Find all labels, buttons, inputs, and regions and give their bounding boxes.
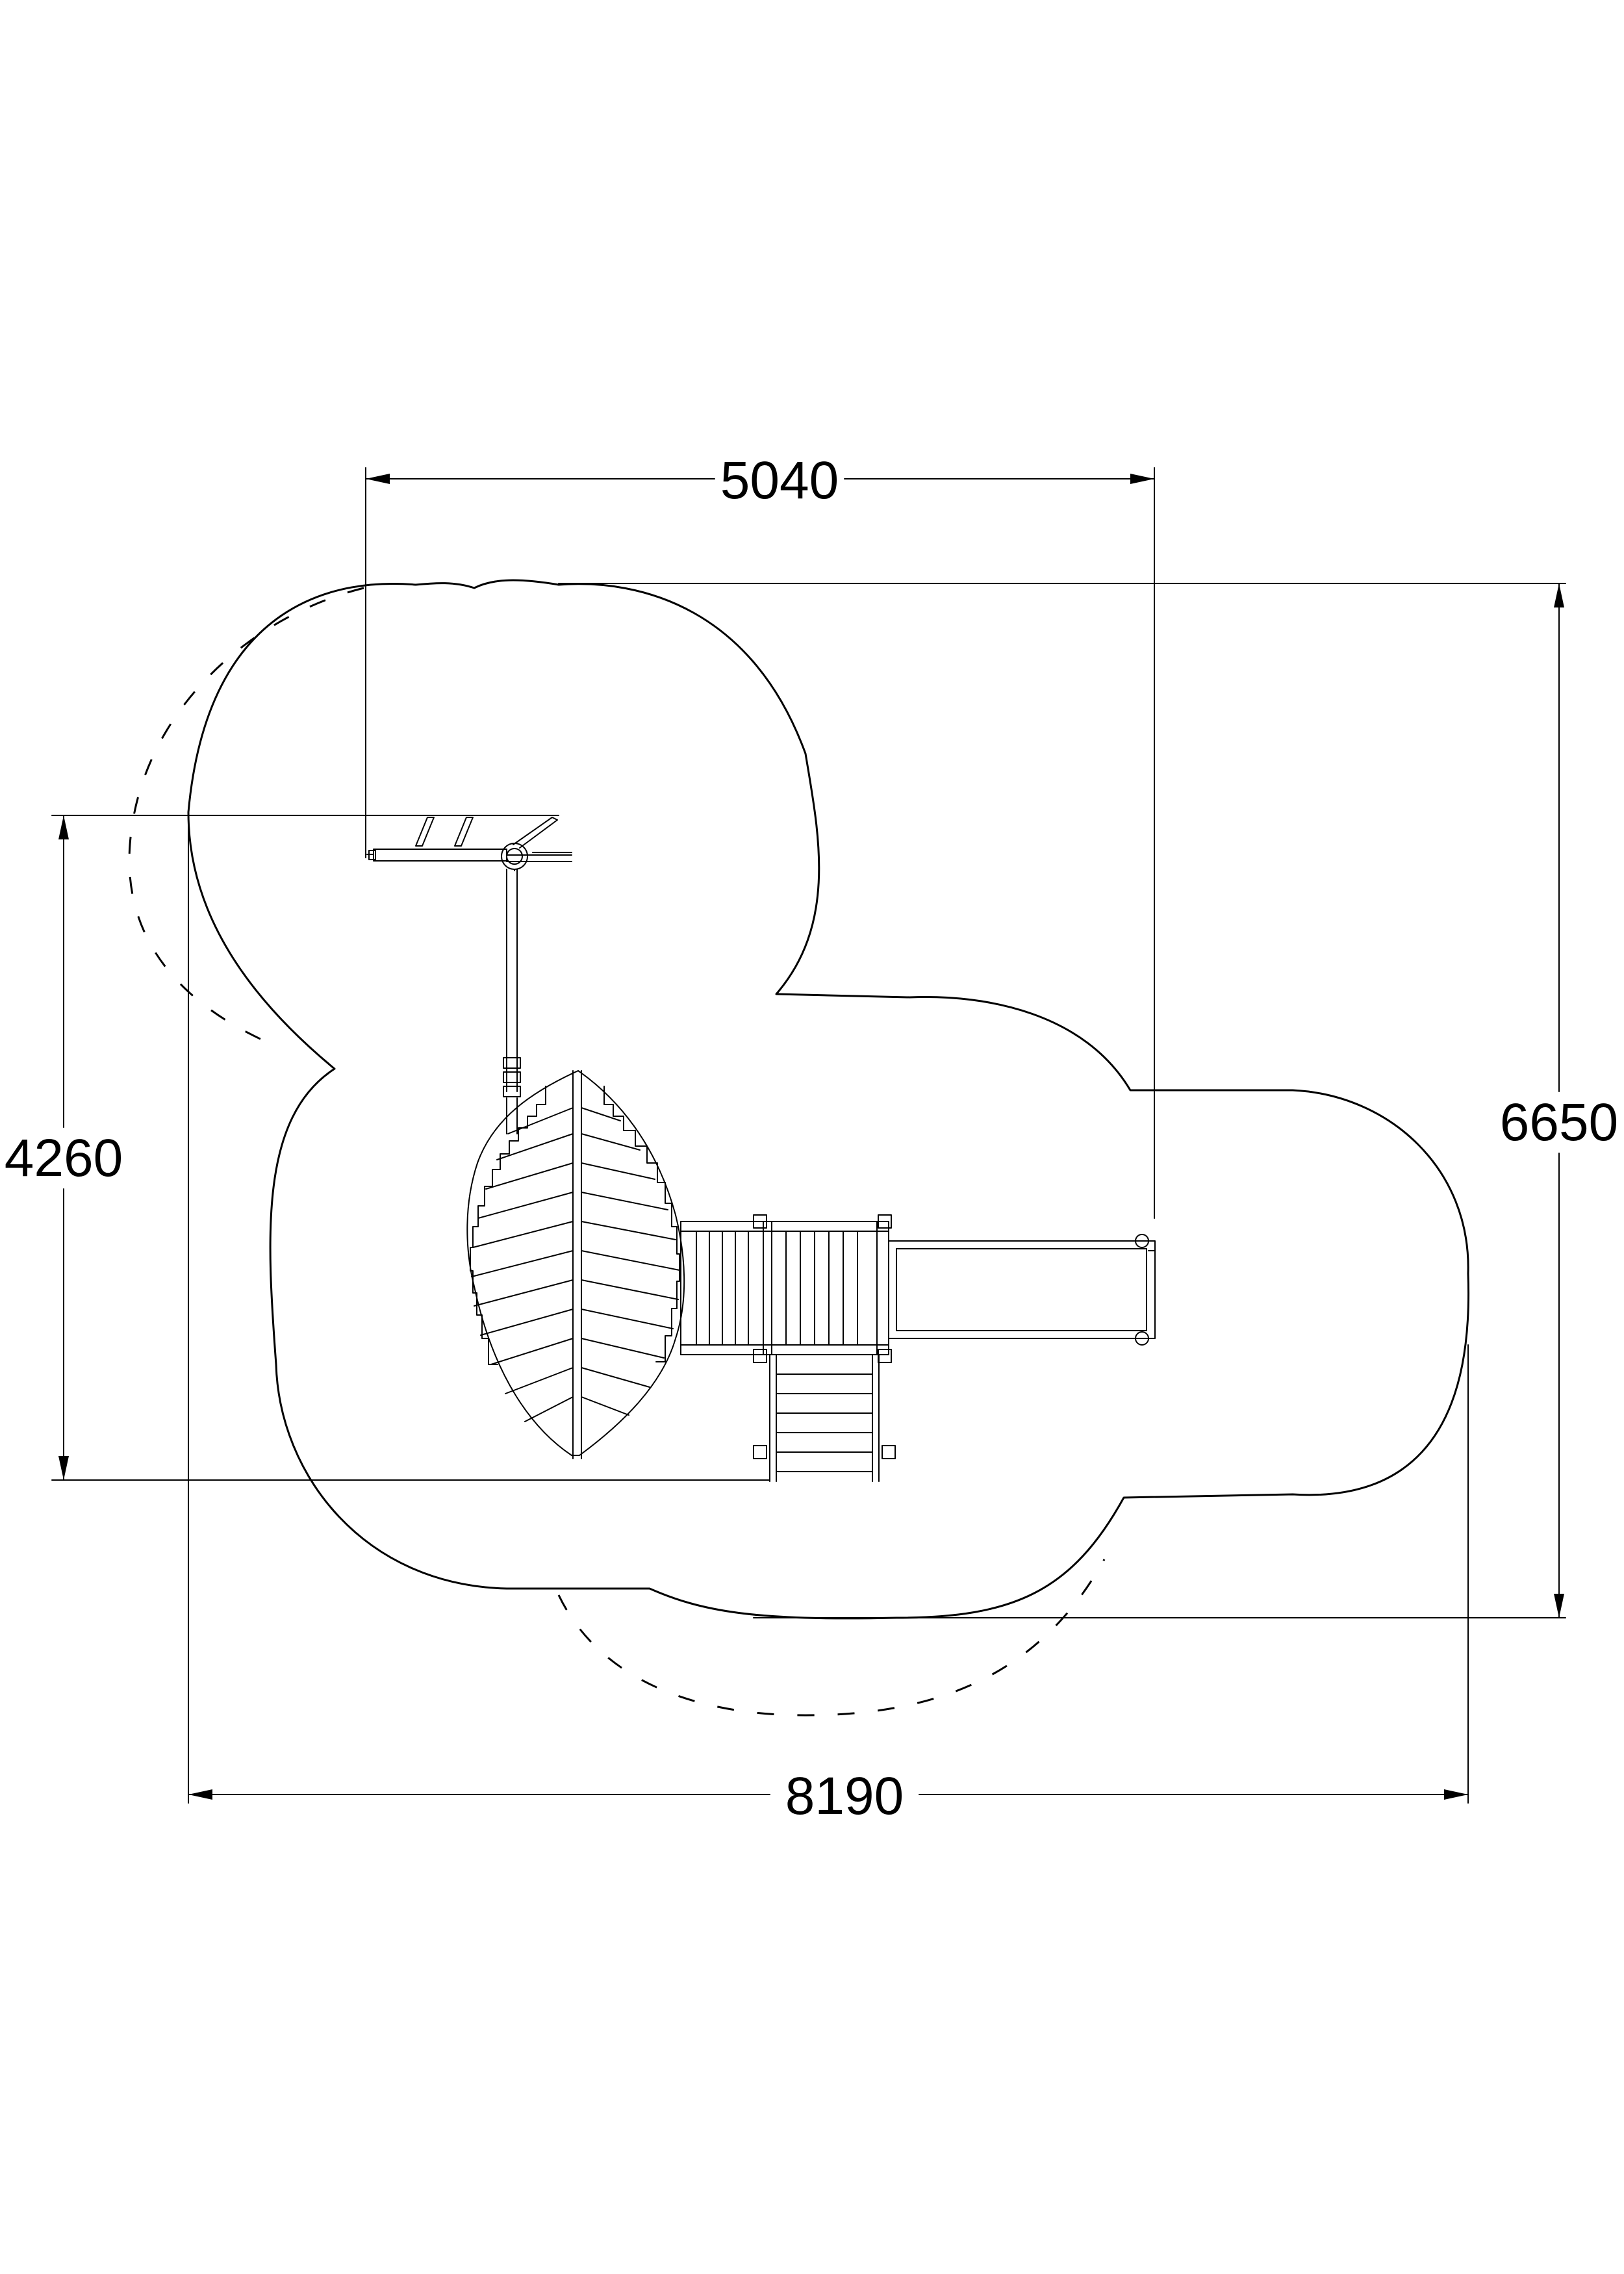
access-ladder: [753, 1354, 896, 1482]
dimension-top-width: 5040: [365, 451, 1155, 510]
dimension-left-height-label: 4260: [5, 1129, 123, 1188]
safety-zone-outline: [187, 579, 1470, 1620]
swing-fall-zone-dashed: [128, 587, 364, 1047]
dimension-overall-height: 6650: [1500, 583, 1618, 1618]
dimension-overall-height-label: 6650: [1500, 1093, 1618, 1152]
platform-decks: [680, 1214, 892, 1363]
leaf-climbing-wall: [466, 1070, 685, 1459]
slide-fall-zone-dashed: [557, 1559, 1106, 1717]
dimension-overall-width-label: 8190: [785, 1767, 904, 1826]
dimension-left-height: 4260: [5, 815, 123, 1481]
dimension-top-width-label: 5040: [720, 451, 839, 510]
slide: [888, 1234, 1156, 1346]
swing-beam: [366, 817, 572, 871]
dimension-overall-width: 8190: [188, 1767, 1469, 1826]
climbing-pole: [503, 869, 521, 1134]
